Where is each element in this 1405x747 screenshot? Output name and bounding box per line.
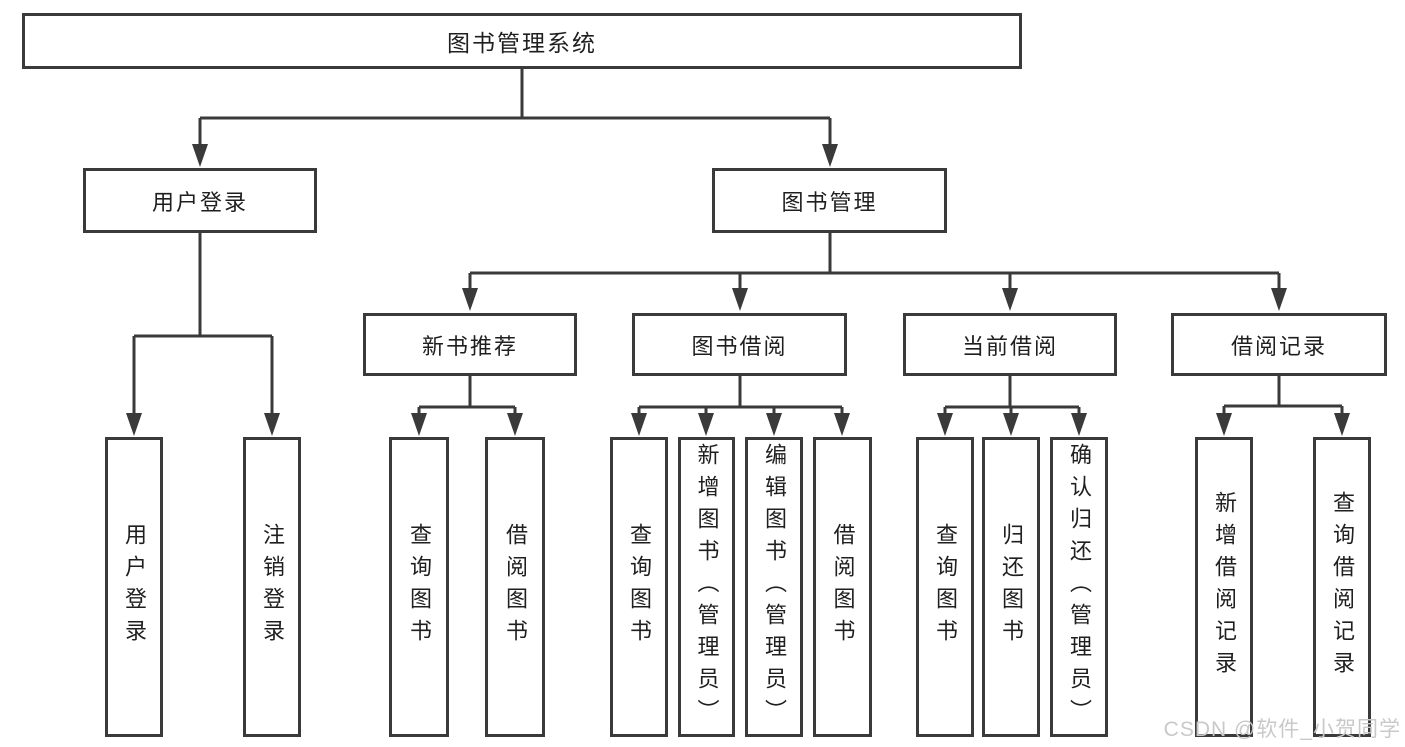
node-library-management-system: 图书管理系统 (22, 13, 1022, 69)
leaf-borrowing-edit-books-admin: 编辑图书（管理员） (745, 437, 803, 737)
leaf-current-confirm-return-admin: 确认归还（管理员） (1050, 437, 1108, 737)
leaf-records-query-borrow-record: 查询借阅记录 (1313, 437, 1371, 737)
node-borrowing-records: 借阅记录 (1171, 313, 1387, 376)
node-book-borrowing: 图书借阅 (632, 313, 847, 376)
leaf-current-query-books: 查询图书 (916, 437, 974, 737)
node-user-login: 用户登录 (83, 168, 317, 233)
leaf-borrowing-query-books: 查询图书 (610, 437, 668, 737)
node-new-book-recommendation: 新书推荐 (363, 313, 577, 376)
arrowheads (126, 144, 1350, 436)
leaf-logout: 注销登录 (243, 437, 301, 737)
leaf-user-login: 用户登录 (105, 437, 163, 737)
leaf-borrowing-add-books-admin: 新增图书（管理员） (678, 437, 735, 737)
leaf-recommend-borrow-books: 借阅图书 (485, 437, 545, 737)
leaf-borrowing-borrow-books: 借阅图书 (813, 437, 872, 737)
node-book-management: 图书管理 (712, 168, 947, 233)
node-current-borrowing: 当前借阅 (903, 313, 1117, 376)
leaf-current-return-books: 归还图书 (982, 437, 1040, 737)
leaf-recommend-query-books: 查询图书 (389, 437, 449, 737)
watermark-text: CSDN @软件_小贺同学 (1163, 718, 1401, 741)
leaf-records-add-borrow-record: 新增借阅记录 (1195, 437, 1253, 737)
